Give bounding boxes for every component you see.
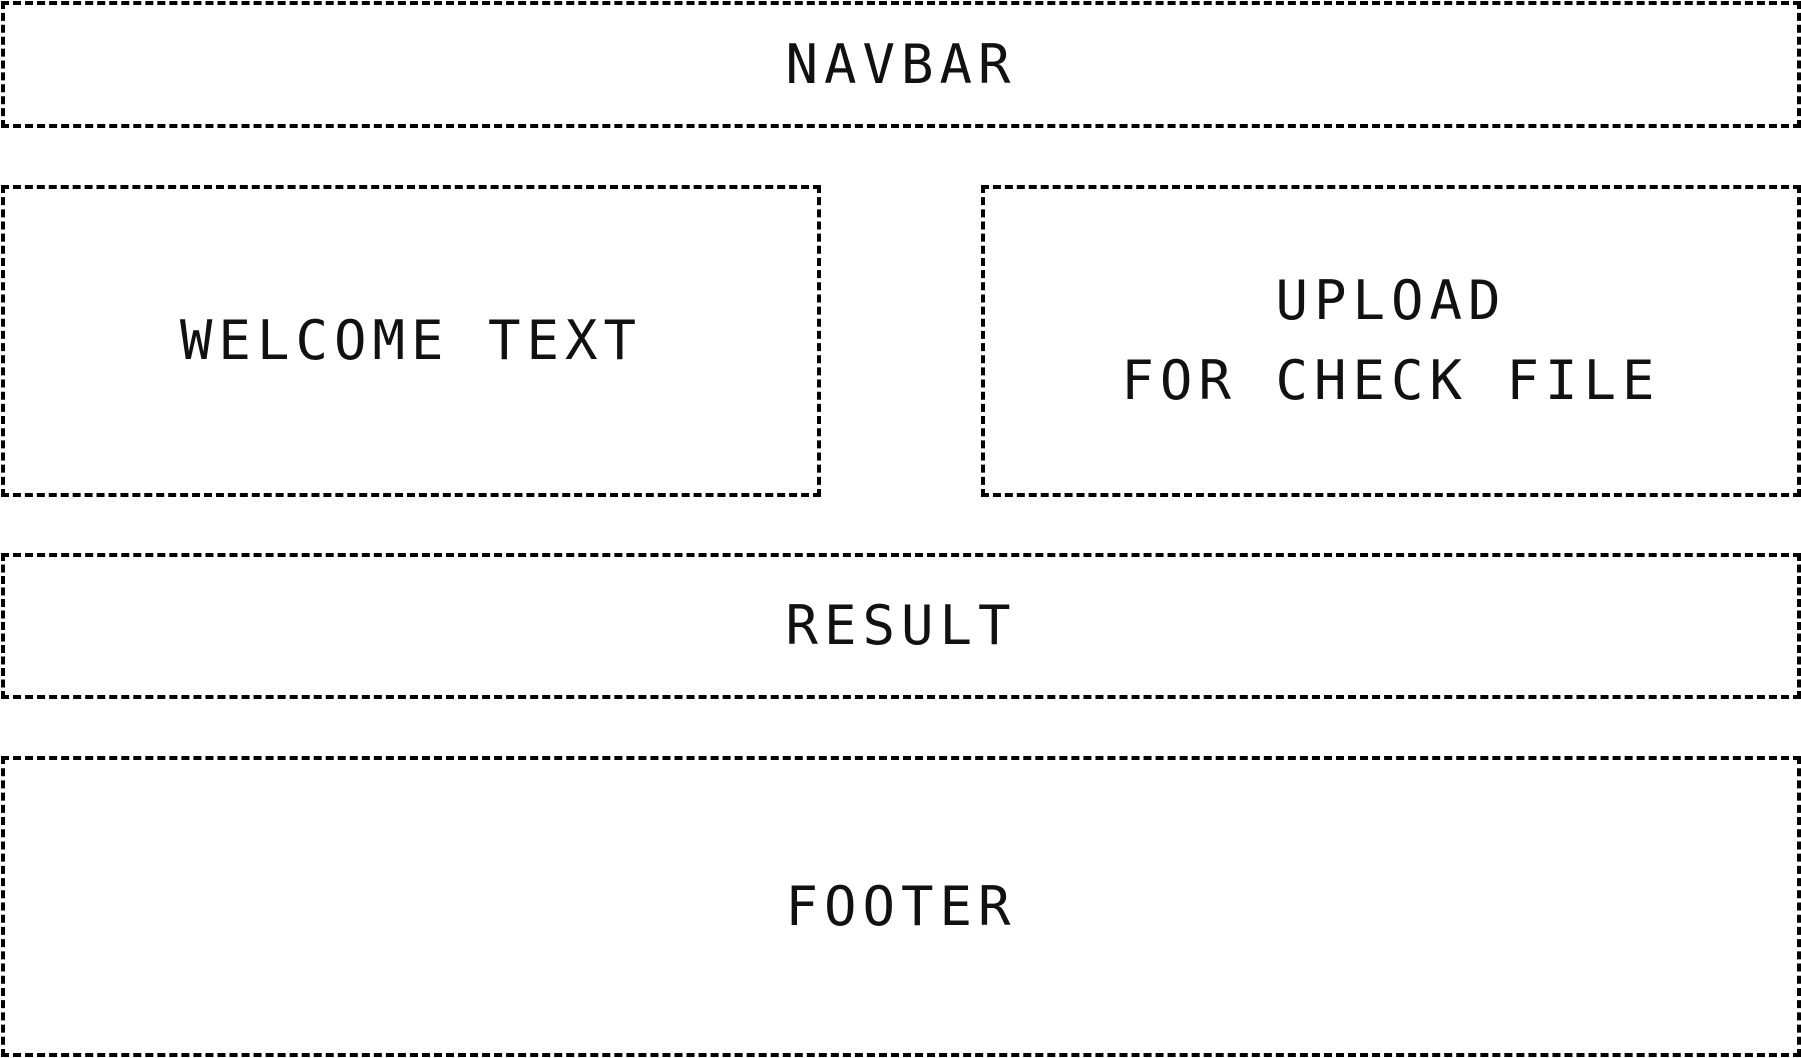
- welcome-text-placeholder: WELCOME TEXT: [1, 185, 821, 497]
- result-placeholder: RESULT: [1, 553, 1801, 699]
- upload-label-line2: FOR CHECK FILE: [1121, 349, 1661, 412]
- footer-label: FOOTER: [785, 874, 1017, 938]
- result-label: RESULT: [785, 594, 1017, 657]
- welcome-text-label: WELCOME TEXT: [179, 309, 643, 372]
- upload-placeholder: UPLOAD FOR CHECK FILE: [981, 185, 1801, 497]
- upload-label-line1: UPLOAD: [1275, 269, 1507, 332]
- navbar-label: NAVBAR: [785, 32, 1017, 96]
- footer-placeholder: FOOTER: [1, 756, 1801, 1057]
- navbar-placeholder: NAVBAR: [1, 1, 1801, 128]
